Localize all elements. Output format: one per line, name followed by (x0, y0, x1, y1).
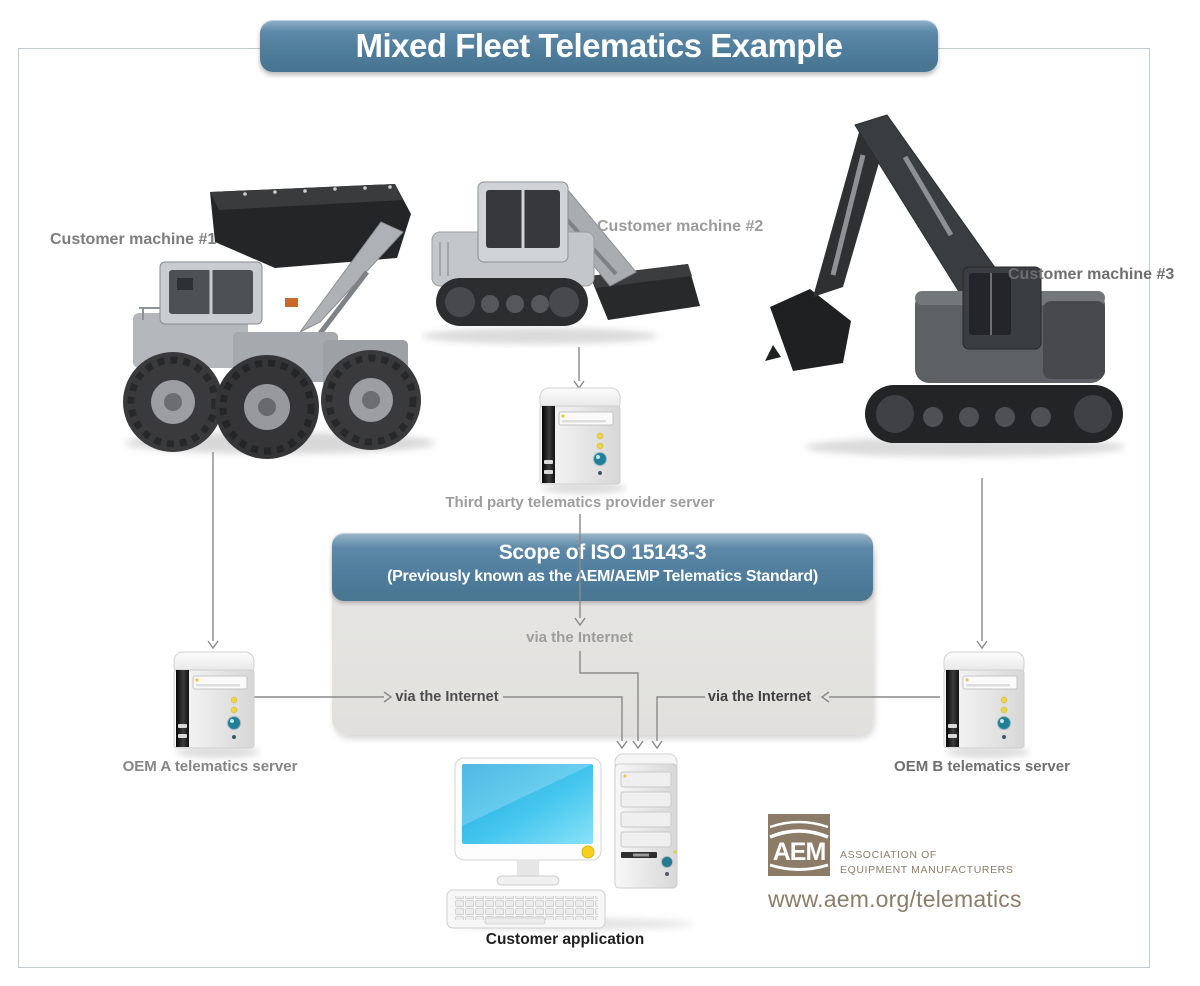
monitor-icon (454, 757, 602, 886)
aem-org-line2: EQUIPMENT MANUFACTURERS (840, 864, 1014, 877)
third-party-server-label: Third party telematics provider server (445, 494, 715, 511)
excavator-illustration (765, 114, 1125, 457)
desktop-tower-icon (614, 753, 678, 889)
third-party-server-icon (539, 387, 626, 494)
scope-title: Scope of ISO 15143-3 (498, 541, 707, 564)
excavator-cab (962, 266, 1042, 350)
machine3-label: Customer machine #3 (1008, 266, 1175, 283)
via-internet-left-label: via the Internet (395, 689, 499, 705)
track-loader-cab (477, 181, 569, 263)
customer-application-computer (446, 753, 692, 930)
scope-banner: Scope of ISO 15143-3 (Previously known a… (332, 533, 873, 601)
excavator-bucket (765, 289, 851, 371)
oem-b-server-label: OEM B telematics server (894, 758, 1070, 775)
aem-org-line1: ASSOCIATION OF (840, 849, 937, 861)
customer-application-label: Customer application (485, 931, 645, 948)
machine1-label: Customer machine #1 (50, 231, 217, 248)
excavator-tracks (865, 385, 1123, 443)
loader-cab (159, 261, 263, 325)
scope-subtitle: (Previously known as the AEM/AEMP Telema… (387, 568, 818, 585)
aem-url-link[interactable]: www.aem.org/telematics (768, 886, 1022, 912)
wheel-loader-illustration (123, 184, 435, 459)
oem-a-server-icon (173, 651, 260, 758)
machine2-label: Customer machine #2 (597, 218, 764, 235)
oem-b-server-icon (943, 651, 1030, 758)
oem-a-server-label: OEM A telematics server (122, 758, 298, 775)
via-internet-right-label: via the Internet (707, 689, 812, 705)
track-loader-tracks (436, 278, 588, 326)
svg-text:AEM: AEM (773, 838, 826, 866)
via-internet-center-label: via the Internet (526, 629, 633, 646)
loader-wheels (123, 350, 421, 459)
title-banner: Mixed Fleet Telematics Example (260, 20, 938, 72)
loader-bucket (210, 184, 411, 268)
track-loader-illustration (422, 181, 700, 344)
keyboard-icon (446, 889, 606, 929)
page-title: Mixed Fleet Telematics Example (355, 27, 843, 64)
aem-logo-icon: AEM (768, 814, 830, 876)
aem-org-name: ASSOCIATION OF EQUIPMENT MANUFACTURERS (840, 848, 1013, 878)
